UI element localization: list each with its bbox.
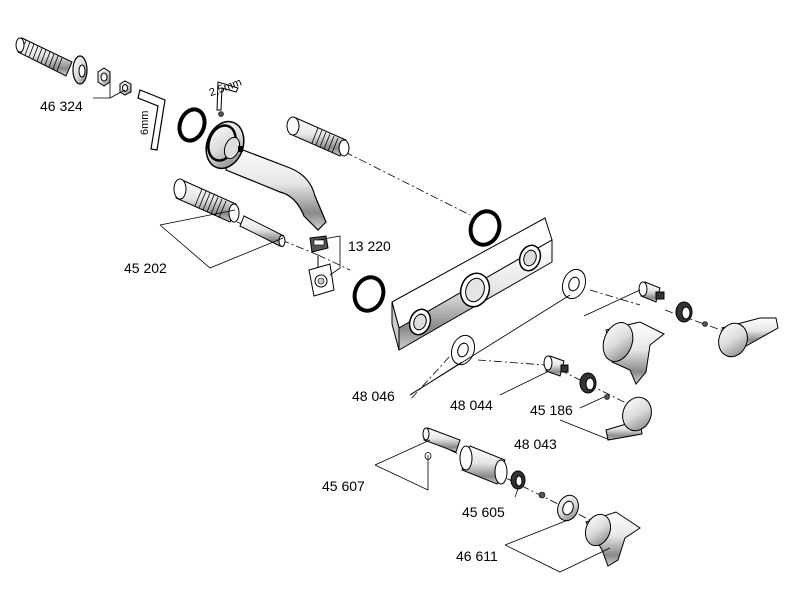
hex-nut-large <box>97 67 111 87</box>
spout <box>205 120 327 231</box>
cover-plate <box>391 217 553 351</box>
leader-46324-b <box>109 89 126 99</box>
leader-48043 <box>559 419 611 441</box>
valve-cartridge-right <box>638 281 665 303</box>
leader-45202 <box>159 224 284 269</box>
label-45202: 45 202 <box>124 260 167 276</box>
label-6mm: 6mm <box>139 110 151 135</box>
aerator-key <box>308 256 335 297</box>
aerator <box>309 235 329 253</box>
cross-handle-right <box>602 321 665 385</box>
label-46324: 46 324 <box>40 98 83 114</box>
axis-line-center <box>477 359 546 366</box>
leader-46611-b <box>504 519 569 546</box>
pipe-extension <box>15 37 88 85</box>
label-45186: 45 186 <box>530 402 573 418</box>
hex-key-2-5mm <box>216 81 239 111</box>
spline-adapter-right <box>675 301 693 323</box>
valve-cartridge-center <box>543 355 569 377</box>
o-ring-2 <box>468 209 502 247</box>
axis-line-mid <box>317 254 351 271</box>
spline-adapter-center <box>579 372 597 394</box>
o-ring-1 <box>177 107 207 143</box>
leader-45605 <box>514 488 519 498</box>
label-13220: 13 220 <box>348 238 391 254</box>
leader-48046-b <box>409 294 571 396</box>
washer-left <box>450 334 476 366</box>
screw-center <box>604 394 610 400</box>
valve-spindle-lower <box>422 427 461 460</box>
screw-right <box>702 321 708 327</box>
hex-nut-small <box>119 80 132 96</box>
spline-adapter-lower <box>510 470 526 490</box>
washer-right <box>561 268 587 300</box>
axis-line-right <box>589 289 641 306</box>
leader-45202-b <box>159 209 236 226</box>
cross-handle-lower <box>584 511 641 567</box>
rod-end <box>278 235 286 247</box>
sleeve-small-lower <box>557 494 579 522</box>
axis-line-lower-2 <box>449 449 611 531</box>
leader-lines <box>93 82 641 573</box>
leader-45607-b <box>374 439 431 466</box>
leader-13220 <box>317 235 341 276</box>
lever-handle-right <box>718 317 779 358</box>
label-48044: 48 044 <box>450 397 493 413</box>
label-46611: 46 611 <box>456 548 498 564</box>
lever-handle-center <box>605 396 652 441</box>
sleeve-lower <box>459 445 508 485</box>
grub-screw <box>218 111 224 117</box>
hex-key-6mm <box>137 89 166 151</box>
label-48043: 48 043 <box>514 436 557 452</box>
leader-48044 <box>499 371 548 396</box>
connecting-rod <box>239 215 285 247</box>
axis-line-top <box>344 151 471 216</box>
threaded-spindle-top <box>286 116 350 157</box>
label-48046: 48 046 <box>352 388 395 404</box>
leader-48044-b <box>583 289 641 317</box>
label-45605: 45 605 <box>462 504 505 520</box>
leader-45607 <box>374 455 429 491</box>
threaded-spindle-left <box>173 178 240 223</box>
o-ring-3 <box>352 275 386 313</box>
leader-46611 <box>504 544 611 573</box>
label-45607: 45 607 <box>322 478 365 494</box>
screw-lower <box>538 491 546 499</box>
leader-45186 <box>579 396 605 409</box>
